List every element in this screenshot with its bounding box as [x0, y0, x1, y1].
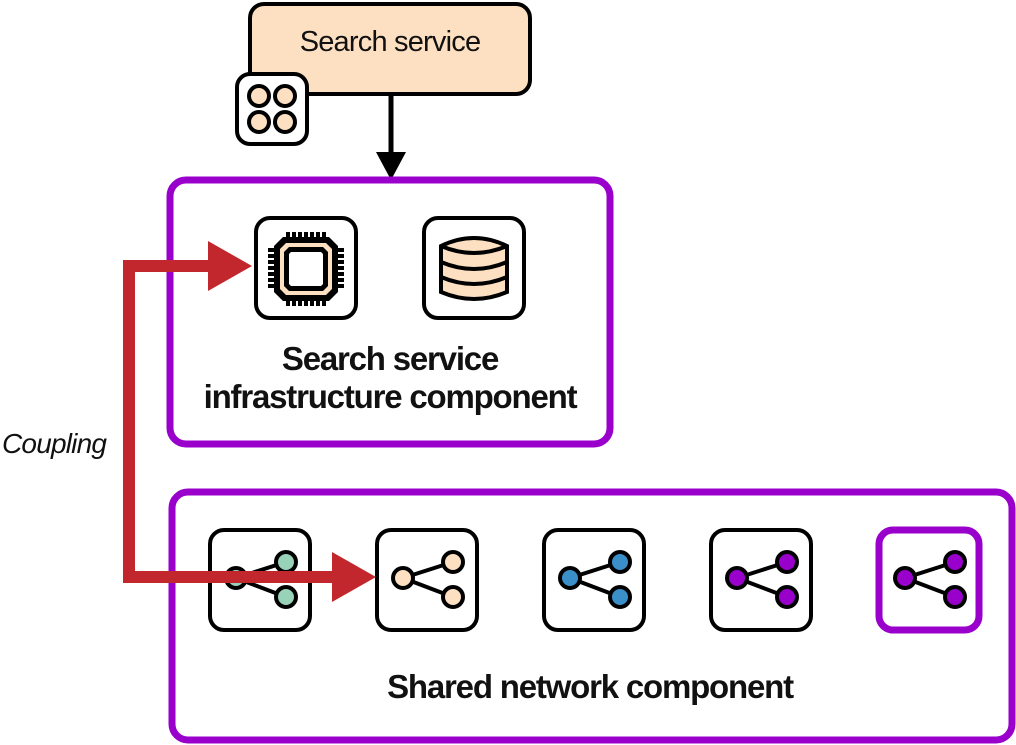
coupling-arrow: [123, 241, 376, 602]
coupling-arrowhead-top: [208, 241, 252, 291]
share-network-icon: [709, 528, 813, 632]
infrastructure-title-line1: Search service: [281, 340, 499, 377]
infrastructure-title-line2: infrastructure component: [203, 378, 578, 415]
network-nodes: [208, 526, 983, 634]
database-icon: [422, 216, 526, 320]
dependency-arrow: [376, 94, 406, 180]
network-component-title: Shared network component: [387, 668, 794, 705]
coupling-label: Coupling: [2, 428, 107, 459]
infrastructure-component-title: Search service infrastructure component: [170, 340, 610, 416]
share-network-icon: [875, 526, 983, 634]
share-network-icon: [542, 528, 646, 632]
share-network-icon: [375, 528, 479, 632]
coupling-arrowhead-bottom: [332, 552, 376, 602]
search-service-label: Search service: [299, 26, 481, 58]
four-circles-grid-icon: [235, 72, 309, 146]
cpu-chip-icon: [254, 216, 358, 320]
